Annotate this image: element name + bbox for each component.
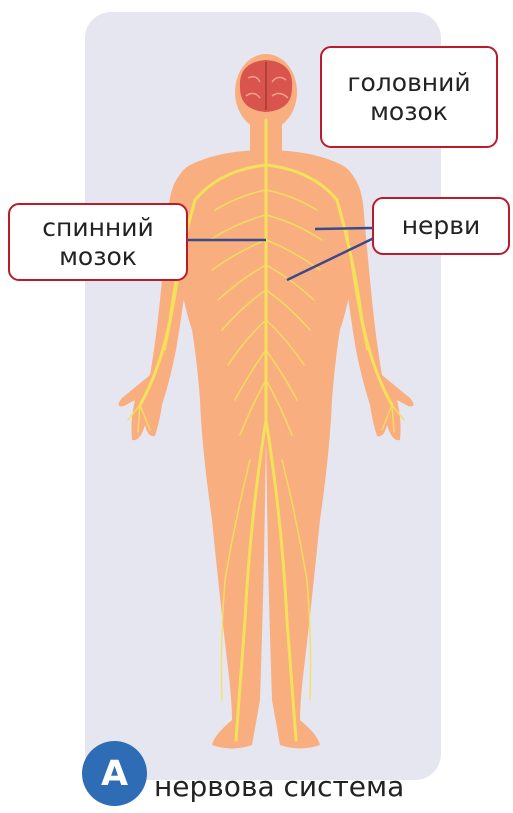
nerves-leader-line-upper bbox=[315, 228, 372, 229]
brain-shape bbox=[240, 60, 292, 112]
spinal-cord-label: спинний мозок bbox=[8, 203, 188, 281]
nerves-label-text: нерви bbox=[402, 211, 481, 241]
section-badge: A bbox=[82, 741, 147, 806]
figure-caption: нервова система bbox=[154, 770, 404, 803]
brain-label-line2: мозок bbox=[370, 97, 448, 127]
brain-label: головний мозок bbox=[320, 46, 498, 148]
brain-label-line1: головний bbox=[347, 68, 470, 98]
spinal-cord-label-line1: спинний bbox=[42, 213, 154, 243]
nerves-label: нерви bbox=[372, 197, 510, 255]
spinal-cord-label-line2: мозок bbox=[59, 242, 137, 272]
